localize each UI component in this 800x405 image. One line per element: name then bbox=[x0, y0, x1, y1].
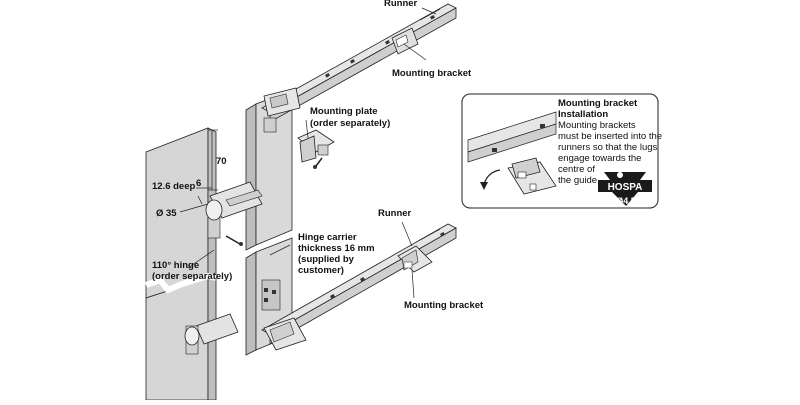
inset-body-4: engage towards the bbox=[558, 153, 641, 164]
label-hinge-carrier-2: thickness 16 mm bbox=[298, 243, 375, 254]
inset-body-5: centre of bbox=[558, 164, 595, 175]
lower-hinge bbox=[184, 313, 239, 355]
label-hinge-carrier-4: customer) bbox=[298, 265, 344, 276]
hospa-brand-text: HOSPA bbox=[608, 182, 643, 193]
dimension-lines bbox=[179, 129, 218, 213]
top-front-mounting-bracket bbox=[263, 87, 301, 133]
screw-size-text: Ø4.5 bbox=[616, 196, 636, 206]
cabinet-side-panel bbox=[144, 127, 217, 401]
label-runner-top: Runner bbox=[384, 0, 418, 9]
bottom-rear-mounting-bracket bbox=[397, 245, 433, 273]
label-mounting-bracket-bottom: Mounting bracket bbox=[404, 300, 484, 311]
bottom-front-mounting-bracket bbox=[261, 279, 307, 351]
label-mounting-bracket-top: Mounting bracket bbox=[392, 68, 472, 79]
inset-body-6: the guide bbox=[558, 175, 597, 186]
inset-body-3: runners so that the lugs bbox=[558, 142, 658, 153]
inset-body-1: Mounting brackets bbox=[558, 120, 636, 131]
label-mounting-plate-2: (order separately) bbox=[310, 118, 390, 129]
label-runner-bottom: Runner bbox=[378, 208, 412, 219]
label-hinge-carrier-3: (supplied by bbox=[298, 254, 355, 265]
inset-title-1: Mounting bracket bbox=[558, 98, 638, 109]
mounting-plate-part bbox=[297, 129, 335, 169]
hinge-carrier-panel bbox=[245, 89, 293, 356]
label-hinge-2: (order separately) bbox=[152, 271, 232, 282]
dimension-70: 70 bbox=[216, 156, 227, 167]
leader-lines bbox=[187, 7, 437, 299]
upper-hinge bbox=[205, 181, 263, 246]
installation-inset: HOSPA Ø4.5 bbox=[461, 93, 659, 209]
label-hinge-1: 110° hinge bbox=[152, 260, 199, 271]
top-rear-mounting-bracket bbox=[391, 27, 419, 55]
hospa-screw-logo: HOSPA Ø4.5 bbox=[598, 172, 652, 206]
label-mounting-plate-1: Mounting plate bbox=[310, 106, 378, 117]
label-hinge-carrier-1: Hinge carrier bbox=[298, 232, 357, 243]
dimension-depth: 12.6 deep bbox=[152, 181, 195, 192]
dimension-6: 6 bbox=[196, 178, 201, 189]
inset-title-2: Installation bbox=[558, 109, 608, 120]
inset-body-2: must be inserted into the bbox=[558, 131, 662, 142]
dimension-diameter: Ø 35 bbox=[156, 208, 177, 219]
